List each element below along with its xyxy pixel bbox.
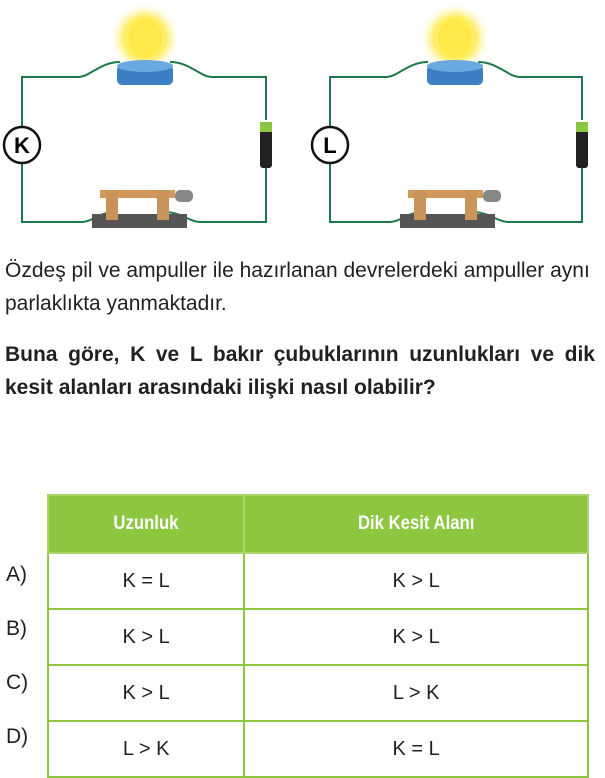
length-cell: L > K [46,720,246,778]
svg-text:K: K [14,133,30,158]
battery-icon [576,122,588,168]
question-intro: Özdeş pil ve ampuller ile hazırlanan dev… [5,259,590,315]
circuit-k: K [2,2,272,228]
battery-icon [260,122,272,168]
length-cell: K = L [46,552,246,610]
option-d[interactable]: D) [6,725,29,748]
area-cell: K = L [243,720,589,778]
area-cell: K > L [243,608,589,666]
area-cell: K > L [243,552,589,610]
header-area: Dik Kesit Alanı [357,513,475,534]
svg-text:L: L [323,133,336,158]
circuit-l: L [310,2,588,228]
table-header: Uzunluk Dik Kesit Alanı [46,494,589,554]
option-b[interactable]: B) [6,617,27,640]
k-rod-symbol [2,125,42,165]
option-a[interactable]: A) [6,563,27,586]
length-cell: K > L [46,608,246,666]
question-prompt: Buna göre, K ve L bakır çubuklarının uzu… [5,343,595,399]
area-cell: L > K [243,664,589,722]
length-cell: K > L [46,664,246,722]
l-rod-symbol [310,125,350,165]
header-length: Uzunluk [113,513,179,534]
option-c[interactable]: C) [6,671,29,694]
